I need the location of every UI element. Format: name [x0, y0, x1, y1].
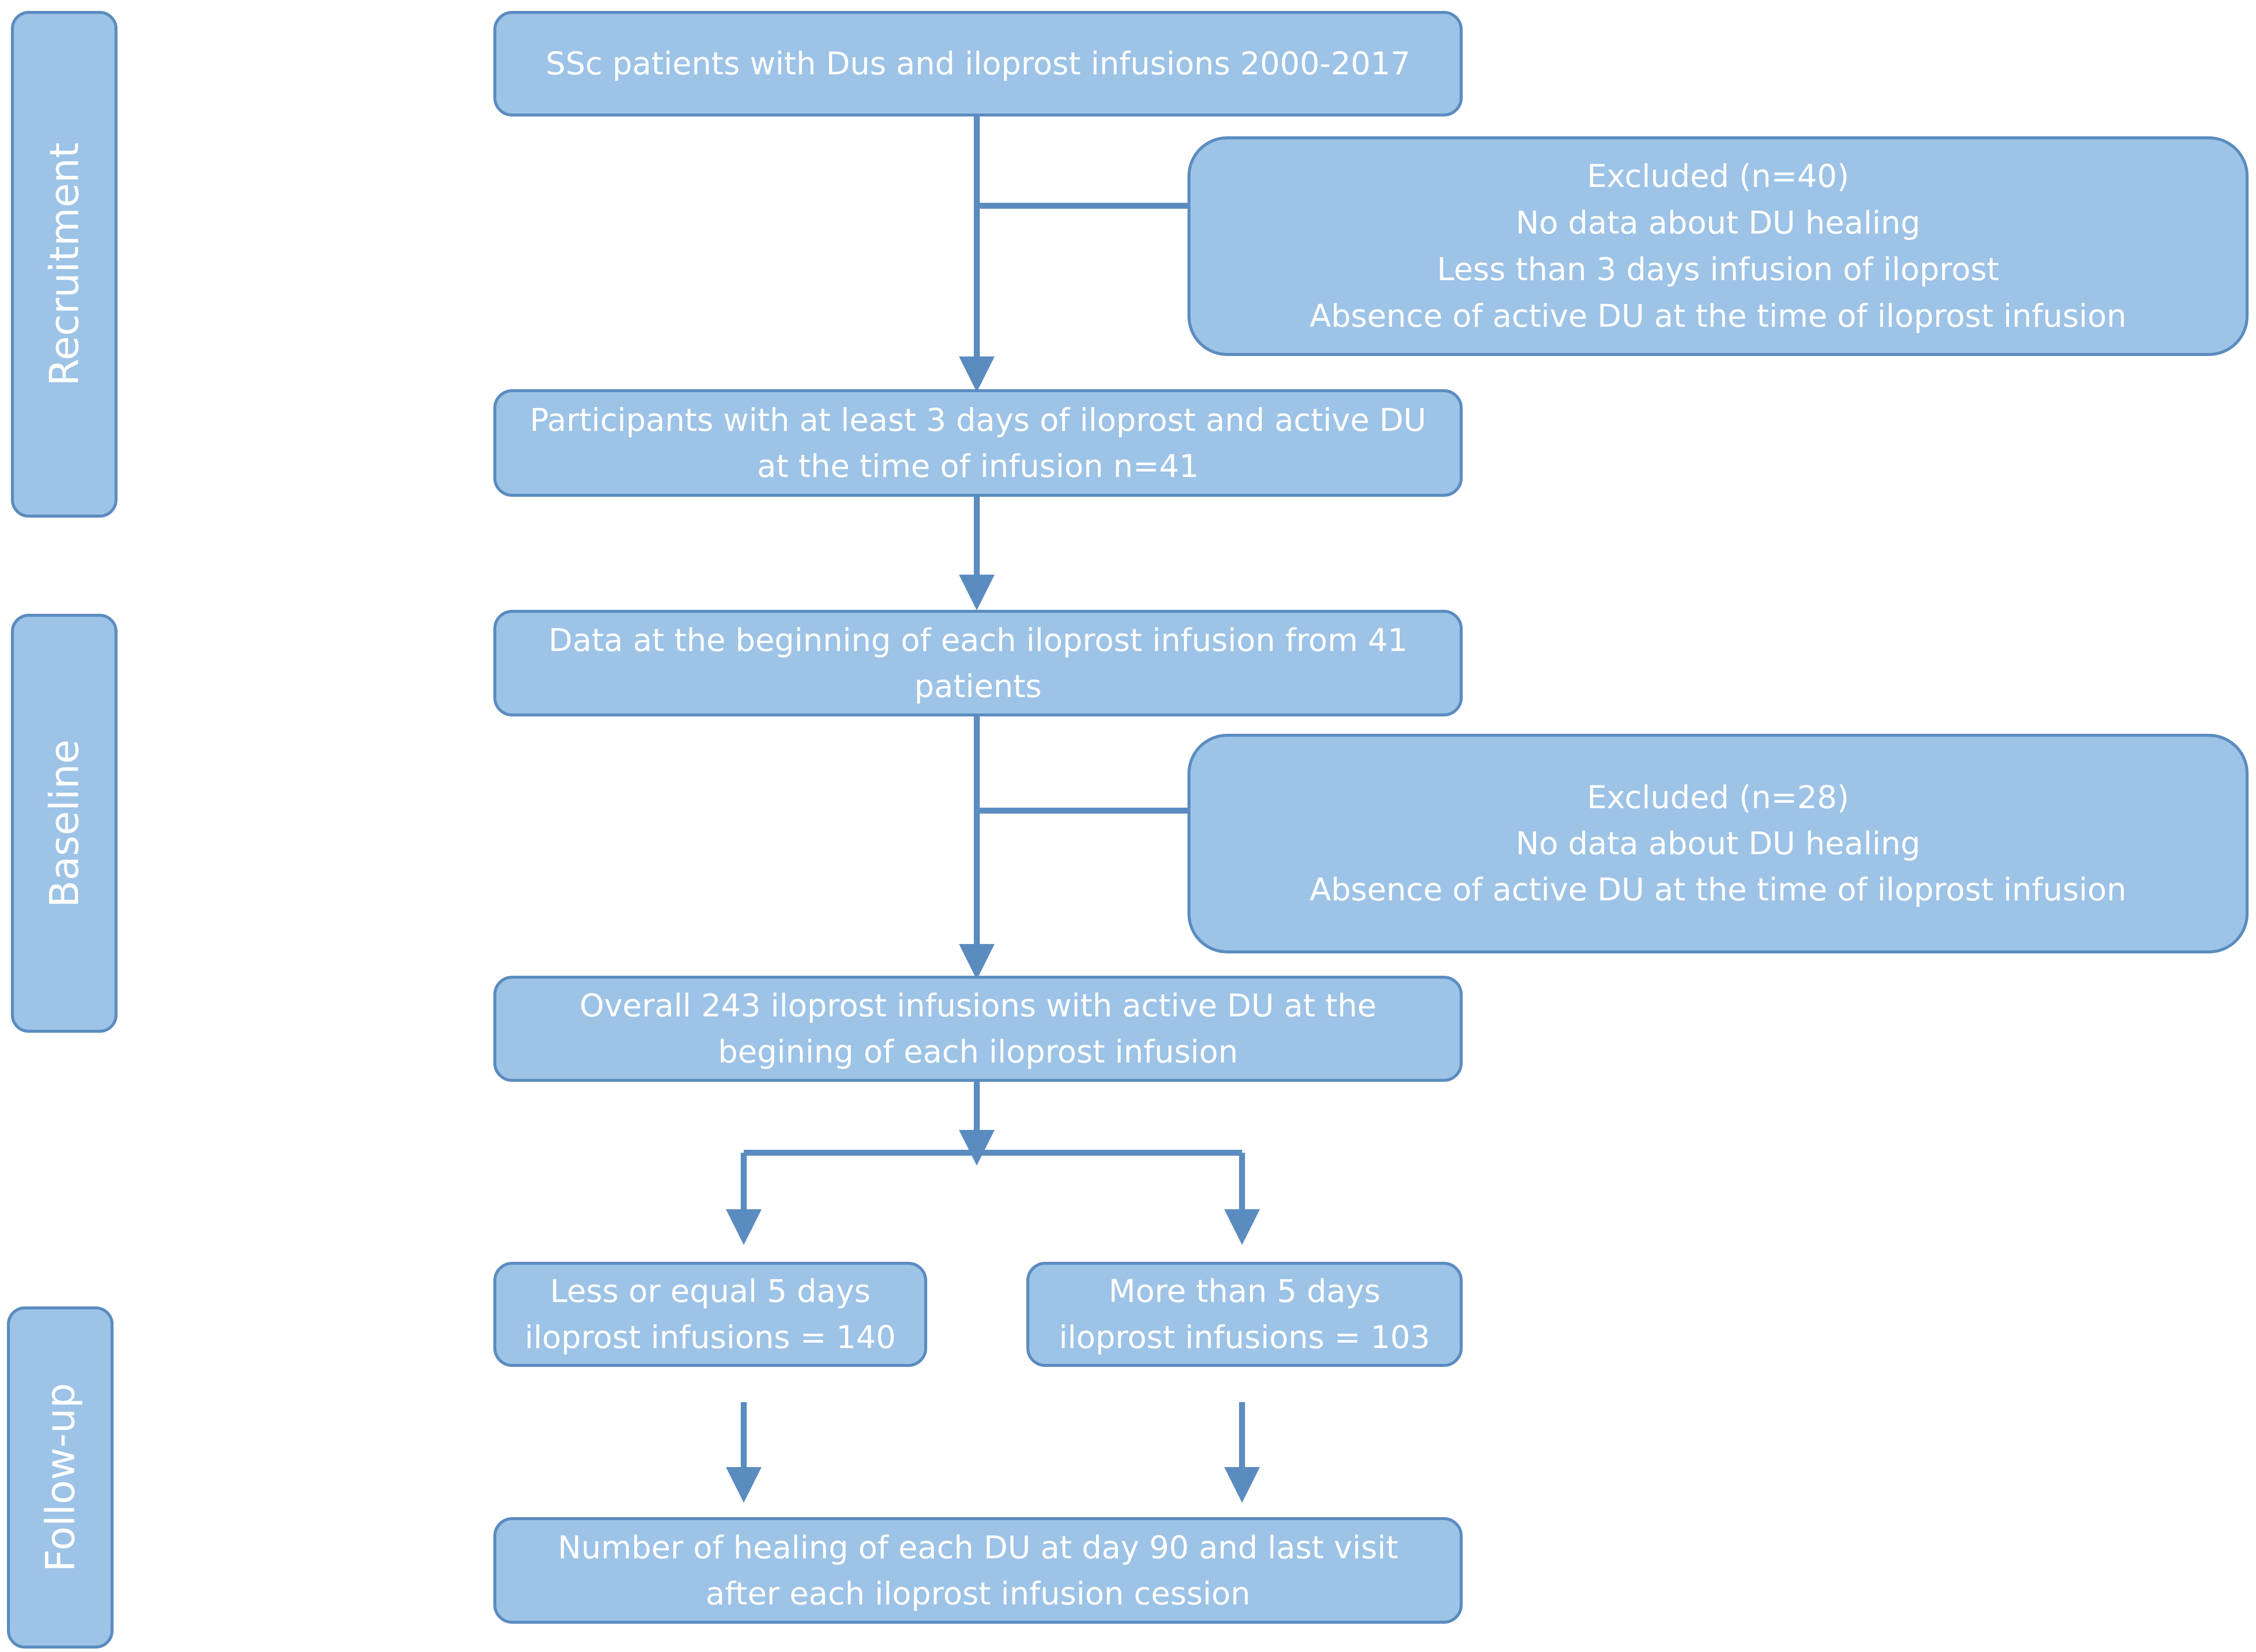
box-outcome-line: after each iloprost infusion cession	[706, 1575, 1250, 1612]
stage-recruitment-label: Recruitment	[41, 142, 87, 386]
box-excluded-28: Excluded (n=28) No data about DU healing…	[1187, 734, 2249, 953]
box-excluded-28-title: Excluded (n=28)	[1587, 779, 1849, 816]
box-less-equal-5-days: Less or equal 5 days iloprost infusions …	[493, 1262, 927, 1367]
stage-followup: Follow-up	[7, 1306, 114, 1649]
box-start: SSc patients with Dus and iloprost infus…	[493, 11, 1463, 117]
box-participants: Participants with at least 3 days of ilo…	[493, 389, 1463, 497]
box-excluded-28-line: No data about DU healing	[1515, 826, 1921, 862]
box-less-equal-5-days-line: Less or equal 5 days	[550, 1273, 871, 1309]
box-excluded-40-line: No data about DU healing	[1515, 204, 1921, 241]
box-overall-line: Overall 243 iloprost infusions with acti…	[579, 988, 1377, 1024]
stage-baseline-label: Baseline	[41, 739, 87, 908]
box-outcome-line: Number of healing of each DU at day 90 a…	[558, 1529, 1398, 1566]
box-start-line: SSc patients with Dus and iloprost infus…	[545, 46, 1411, 82]
box-more-than-5-days: More than 5 days iloprost infusions = 10…	[1026, 1262, 1463, 1367]
box-overall: Overall 243 iloprost infusions with acti…	[493, 976, 1463, 1082]
box-baseline-data-line: patients	[914, 668, 1042, 705]
box-participants-line: at the time of infusion n=41	[757, 448, 1199, 484]
box-more-than-5-days-line: iloprost infusions = 103	[1059, 1319, 1430, 1356]
box-excluded-40-title: Excluded (n=40)	[1587, 158, 1849, 194]
stage-recruitment: Recruitment	[11, 11, 118, 518]
box-excluded-40: Excluded (n=40) No data about DU healing…	[1187, 136, 2249, 356]
box-less-equal-5-days-line: iloprost infusions = 140	[525, 1319, 896, 1356]
box-participants-line: Participants with at least 3 days of ilo…	[530, 402, 1426, 438]
box-overall-line: begining of each iloprost infusion	[718, 1034, 1238, 1070]
stage-baseline: Baseline	[11, 614, 118, 1033]
box-outcome: Number of healing of each DU at day 90 a…	[493, 1517, 1463, 1624]
box-baseline-data: Data at the beginning of each iloprost i…	[493, 610, 1463, 716]
box-more-than-5-days-line: More than 5 days	[1108, 1273, 1381, 1309]
box-excluded-40-line: Absence of active DU at the time of ilop…	[1309, 297, 2127, 334]
box-baseline-data-line: Data at the beginning of each iloprost i…	[548, 622, 1408, 658]
box-excluded-40-line: Less than 3 days infusion of iloprost	[1437, 251, 1999, 288]
stage-followup-label: Follow-up	[37, 1383, 83, 1572]
box-excluded-28-line: Absence of active DU at the time of ilop…	[1309, 872, 2127, 908]
